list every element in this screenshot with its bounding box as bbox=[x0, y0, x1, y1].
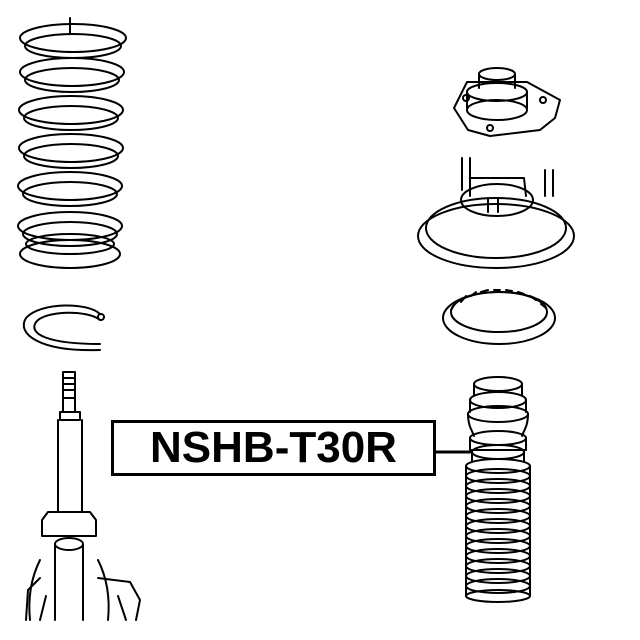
strut-shock-absorber bbox=[26, 372, 140, 620]
spring-seat-insulator bbox=[24, 305, 104, 350]
part-number-label: NSHB-T30R bbox=[111, 420, 436, 476]
spring-upper-seat bbox=[418, 158, 574, 268]
part-number-text: NSHB-T30R bbox=[150, 423, 397, 472]
coil-spring bbox=[18, 18, 126, 268]
upper-strut-mount bbox=[454, 68, 560, 136]
bump-stop-ring bbox=[443, 290, 555, 344]
shock-absorber-dust-boot bbox=[466, 377, 530, 602]
